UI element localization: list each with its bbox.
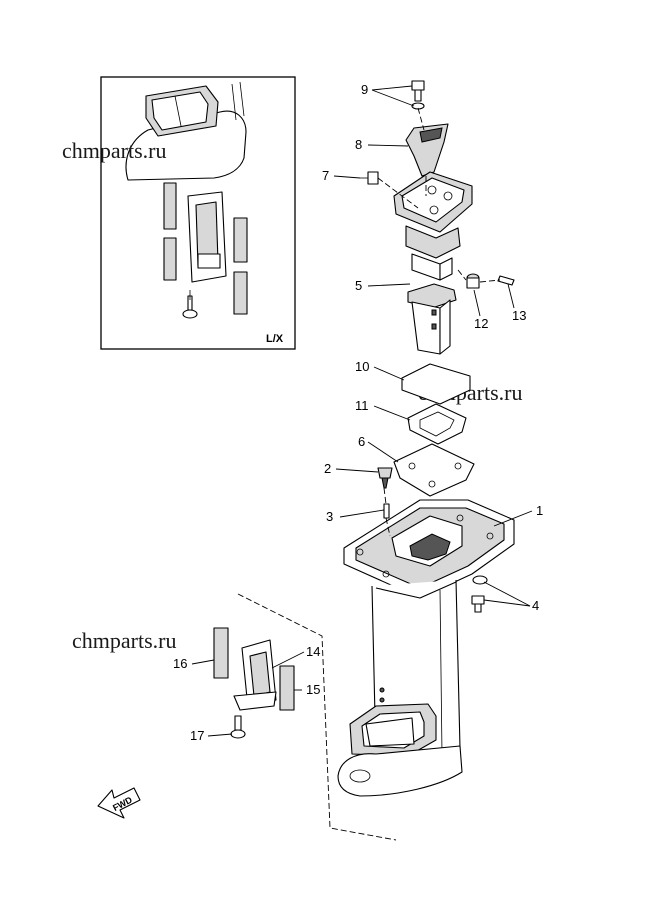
part-13-pin (497, 275, 515, 286)
callout-4: 4 (532, 598, 539, 613)
part-16-anode (213, 627, 229, 679)
part-1-driveshaft-housing (337, 499, 515, 797)
dash-line-2-3 (383, 487, 391, 537)
part-3-pin (383, 503, 390, 519)
part-11-gasket (407, 403, 467, 445)
leader-lines (191, 85, 533, 737)
callout-2: 2 (324, 461, 331, 476)
callout-17: 17 (190, 728, 204, 743)
dash-line-7 (377, 177, 419, 209)
watermark-1: chmparts.ru (62, 138, 166, 163)
dash-line-12-13 (457, 269, 501, 283)
callout-15: 15 (306, 682, 320, 697)
dash-line-anode (237, 593, 397, 841)
callout-3: 3 (326, 509, 333, 524)
part-17-bolt (230, 715, 246, 739)
part-15-anode (279, 665, 295, 711)
callout-16: 16 (173, 656, 187, 671)
callout-12: 12 (474, 316, 488, 331)
inset-lx-panel: L/X (100, 76, 296, 350)
part-8-guide (405, 123, 449, 177)
callout-6: 6 (358, 434, 365, 449)
fwd-arrow: FWD (97, 787, 141, 819)
callout-14: 14 (306, 644, 320, 659)
callout-1: 1 (536, 503, 543, 518)
part-14-bracket (233, 639, 277, 711)
part-7-screw (360, 171, 379, 185)
callout-7: 7 (322, 168, 329, 183)
callout-5: 5 (355, 278, 362, 293)
part-4-bolt-washer (471, 575, 488, 613)
part-2-grommet (377, 467, 393, 489)
watermark-3: chmparts.ru (72, 628, 176, 653)
part-5-upper-casing (393, 171, 473, 355)
callout-8: 8 (355, 137, 362, 152)
callout-9: 9 (361, 82, 368, 97)
dash-line-8-9 (417, 107, 427, 196)
inset-label: L/X (266, 333, 284, 345)
part-12-collar (466, 273, 480, 289)
callout-10: 10 (355, 359, 369, 374)
part-10-gasket (401, 363, 471, 405)
callout-13: 13 (512, 308, 526, 323)
part-6-gasket (393, 443, 475, 497)
callout-11: 11 (355, 398, 369, 413)
part-9-bolt-washer (411, 80, 425, 110)
